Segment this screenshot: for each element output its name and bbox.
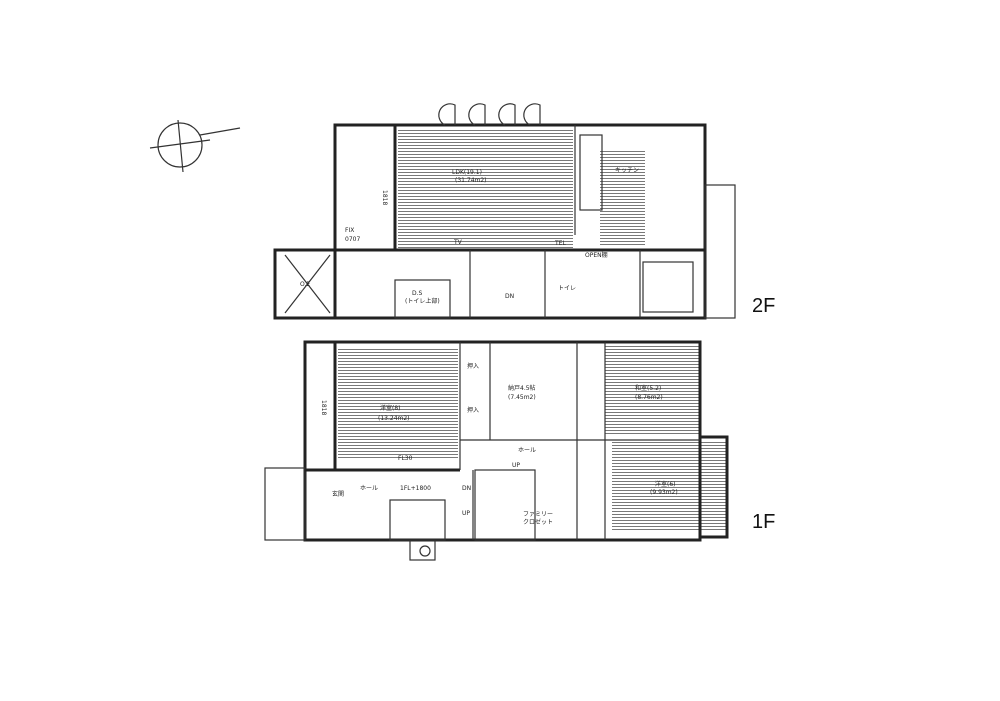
- kitchen-label: キッチン: [615, 167, 639, 174]
- level-label: 1FL+1800: [400, 485, 431, 492]
- storage-label: 納戸4.5帖: [508, 384, 536, 392]
- western2-area: (9.93m2): [650, 489, 678, 496]
- ldk-area: (31.74m2): [455, 177, 487, 184]
- east-extension: [698, 435, 729, 539]
- fix-size: 0707: [345, 236, 360, 243]
- entrance-label: 玄関: [332, 490, 344, 498]
- north-compass-icon: [149, 119, 241, 173]
- tv-label: TV: [453, 239, 463, 246]
- dn-label: DN: [462, 485, 471, 492]
- fl-label: FL30: [398, 455, 413, 462]
- open-shelf-label: OPEN棚: [585, 251, 608, 259]
- storage-area: (7.45m2): [508, 394, 536, 401]
- kitchen-hatch: [600, 150, 645, 245]
- tel-label: TEL: [554, 240, 566, 247]
- hall2-label: ホール: [518, 447, 536, 454]
- floor-label-2f: 2F: [752, 295, 775, 317]
- up2-label: UP: [462, 510, 470, 517]
- closet-a-label: 押入: [467, 362, 479, 370]
- first-floor-plan: 洋室(8) (13.24m2) FL30 納戸4.5帖 (7.45m2) 和室(…: [264, 340, 775, 561]
- ldk-hatch: [398, 128, 573, 248]
- ds-label: D.S: [412, 290, 423, 297]
- stairs-dn: DN: [505, 293, 514, 300]
- balcony-size: 1818: [381, 190, 388, 205]
- western2-label: 洋室(6): [655, 480, 676, 488]
- toilet-label: トイレ: [558, 285, 576, 292]
- floor-label-1f: 1F: [752, 511, 775, 533]
- od-label: O.E: [300, 281, 310, 288]
- ldk-label: LDK(19.1): [452, 169, 482, 176]
- closet-label-2: クロゼット: [523, 518, 553, 526]
- closet-label: ファミリー: [523, 511, 553, 518]
- up-label: UP: [512, 462, 520, 469]
- hall-label: ホール: [360, 485, 378, 492]
- doors: [438, 103, 541, 126]
- western1-area: (13.24m2): [378, 415, 410, 422]
- ds-note: (トイレ上部): [405, 297, 440, 305]
- western1-label: 洋室(8): [380, 404, 401, 412]
- fix-label: FIX: [345, 227, 354, 234]
- second-floor-plan: LDK(19.1) (31.74m2) TV TEL OPEN棚 FIX 070…: [273, 103, 775, 320]
- entrance-porch: [264, 467, 306, 541]
- strip-size: 1818: [320, 400, 327, 415]
- japanese-label: 和室(5.2): [635, 384, 661, 392]
- japanese-area: (8.76m2): [635, 394, 663, 401]
- closet-b-label: 押入: [467, 406, 479, 414]
- right-balcony: [704, 184, 736, 319]
